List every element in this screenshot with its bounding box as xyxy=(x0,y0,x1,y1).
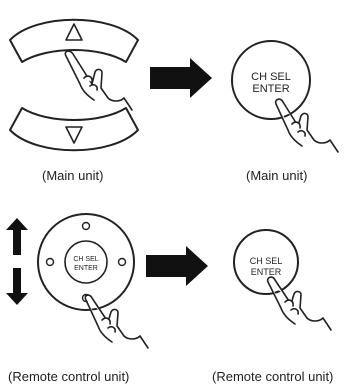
main-ch-sel-enter-button[interactable] xyxy=(231,40,311,120)
up-triangle-icon xyxy=(65,23,83,41)
caption-main-unit-left: (Main unit) xyxy=(42,168,104,183)
pointing-hand-icon xyxy=(64,50,133,111)
pointing-hand-icon xyxy=(266,276,332,331)
ch-sel-label: CH SEL xyxy=(251,71,291,83)
down-triangle-icon xyxy=(65,126,83,144)
pointing-hand-icon xyxy=(274,98,339,153)
main-down-button[interactable] xyxy=(9,107,139,152)
main-up-button[interactable] xyxy=(9,18,139,63)
pad-right-dot xyxy=(117,257,127,267)
remote-pad-ch-sel-enter-button xyxy=(64,240,108,284)
enter-label: ENTER xyxy=(252,83,290,95)
remote-ch-sel-label: CH SEL xyxy=(249,256,283,266)
pointing-hand-icon xyxy=(84,294,149,349)
caption-main-unit-right: (Main unit) xyxy=(246,168,308,183)
pad-left-dot xyxy=(45,257,55,267)
caption-remote-unit-left: (Remote control unit) xyxy=(8,369,130,384)
arrow-right-icon xyxy=(146,246,208,286)
pad-enter-label: ENTER xyxy=(74,265,98,272)
pad-ch-sel-label: CH SEL xyxy=(73,256,99,263)
caption-remote-unit-right: (Remote control unit) xyxy=(212,369,334,384)
remote-ch-sel-enter-button[interactable] xyxy=(233,229,299,295)
remote-enter-label: ENTER xyxy=(250,267,282,277)
arrow-right-icon xyxy=(150,58,212,98)
pad-up-dot xyxy=(81,221,91,231)
arrow-up-down-icon xyxy=(6,218,28,305)
